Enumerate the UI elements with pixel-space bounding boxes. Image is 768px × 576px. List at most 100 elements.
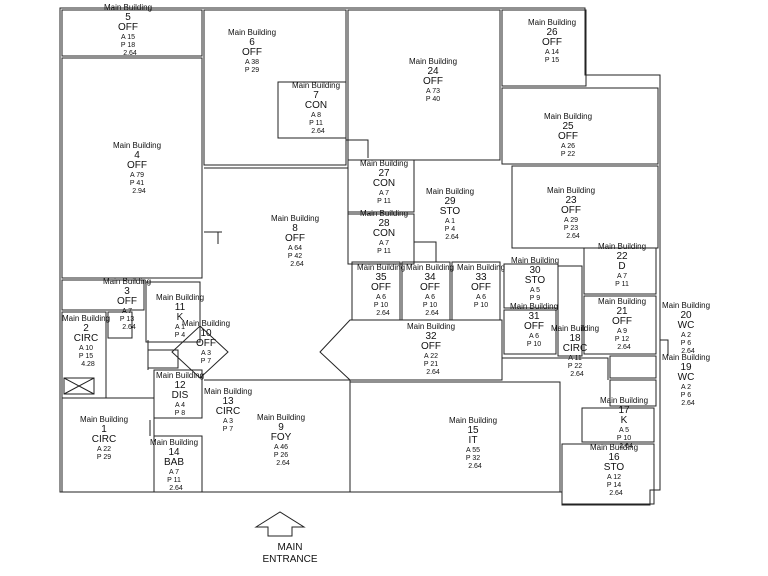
room-number: 6	[249, 37, 255, 48]
room-type: WC	[678, 372, 695, 383]
room-number: 5	[125, 12, 131, 23]
room-number: 30	[529, 265, 541, 276]
room-type: K	[621, 415, 628, 426]
room-type: D	[618, 261, 625, 272]
room-type: OFF	[471, 282, 491, 293]
building-name: Main Building	[409, 57, 457, 66]
building-name: Main Building	[600, 396, 648, 405]
room-area: A 7	[617, 273, 627, 280]
room-area: A 5	[530, 287, 540, 294]
room-perimeter: P 6	[681, 392, 691, 399]
room-area: A 4	[175, 402, 185, 409]
room-height: 2.64	[681, 400, 695, 407]
room-height: 2.94	[132, 188, 146, 195]
room-area: A 7	[122, 308, 132, 315]
room-number: 34	[424, 272, 436, 283]
main-entrance-label: MAIN ENTRANCE	[250, 542, 330, 566]
room-type: OFF	[558, 131, 578, 142]
room-number: 28	[378, 218, 390, 229]
building-name: Main Building	[662, 301, 710, 310]
room-area: A 10	[79, 345, 93, 352]
room-area: A 3	[201, 350, 211, 357]
room-perimeter: P 11	[377, 248, 391, 255]
room-area: A 7	[169, 469, 179, 476]
room-type: IT	[469, 435, 478, 446]
room-area: A 2	[681, 384, 691, 391]
building-name: Main Building	[204, 387, 252, 396]
building-name: Main Building	[62, 314, 110, 323]
room-area: A 6	[529, 333, 539, 340]
building-name: Main Building	[426, 187, 474, 196]
room-height: 2.64	[426, 369, 440, 376]
room-height: 2.64	[290, 261, 304, 268]
room-perimeter: P 8	[175, 410, 185, 417]
room-type: CIRC	[74, 333, 98, 344]
building-name: Main Building	[406, 263, 454, 272]
building-name: Main Building	[357, 263, 405, 272]
building-name: Main Building	[544, 112, 592, 121]
room-perimeter: P 13	[120, 316, 134, 323]
room-number: 22	[616, 251, 628, 262]
room-type: CON	[373, 178, 395, 189]
room-area: A 22	[97, 446, 111, 453]
room-number: 26	[546, 27, 558, 38]
room-type: OFF	[524, 321, 544, 332]
room-area: A 12	[607, 474, 621, 481]
room-type: OFF	[371, 282, 391, 293]
room-number: 33	[475, 272, 487, 283]
room-type: OFF	[423, 76, 443, 87]
room-number: 12	[174, 380, 186, 391]
building-name: Main Building	[150, 438, 198, 447]
entrance-line-2: ENTRANCE	[262, 554, 318, 565]
room-type: CON	[373, 228, 395, 239]
room-number: 3	[124, 286, 130, 297]
building-name: Main Building	[360, 209, 408, 218]
room-perimeter: P 10	[374, 302, 388, 309]
room-type: OFF	[118, 22, 138, 33]
room-perimeter: P 11	[615, 281, 629, 288]
room-perimeter: P 9	[530, 295, 540, 302]
room-area: A 46	[274, 444, 288, 451]
room-type: CON	[305, 100, 327, 111]
building-name: Main Building	[113, 141, 161, 150]
room-area: A 15	[121, 34, 135, 41]
room-number: 16	[608, 452, 620, 463]
building-name: Main Building	[182, 319, 230, 328]
building-name: Main Building	[80, 415, 128, 424]
room-number: 13	[222, 396, 234, 407]
room-type: CIRC	[216, 406, 240, 417]
room-perimeter: P 10	[474, 302, 488, 309]
room-perimeter: P 4	[175, 332, 185, 339]
room-area: A 7	[379, 190, 389, 197]
room-type: OFF	[561, 205, 581, 216]
room-type: OFF	[420, 282, 440, 293]
building-name: Main Building	[551, 324, 599, 333]
room-perimeter: P 22	[568, 363, 582, 370]
room-perimeter: P 29	[97, 454, 111, 461]
room-height: 2.64	[122, 324, 136, 331]
room-number: 9	[278, 422, 284, 433]
room-area: A 6	[476, 294, 486, 301]
room-type: CIRC	[563, 343, 587, 354]
room-perimeter: P 15	[545, 57, 559, 64]
room-type: OFF	[612, 316, 632, 327]
room-number: 23	[565, 195, 577, 206]
room-perimeter: P 29	[245, 67, 259, 74]
room-perimeter: P 41	[130, 180, 144, 187]
room-perimeter: P 12	[615, 336, 629, 343]
room-perimeter: P 11	[377, 198, 391, 205]
room-perimeter: P 40	[426, 96, 440, 103]
room-number: 19	[680, 362, 692, 373]
